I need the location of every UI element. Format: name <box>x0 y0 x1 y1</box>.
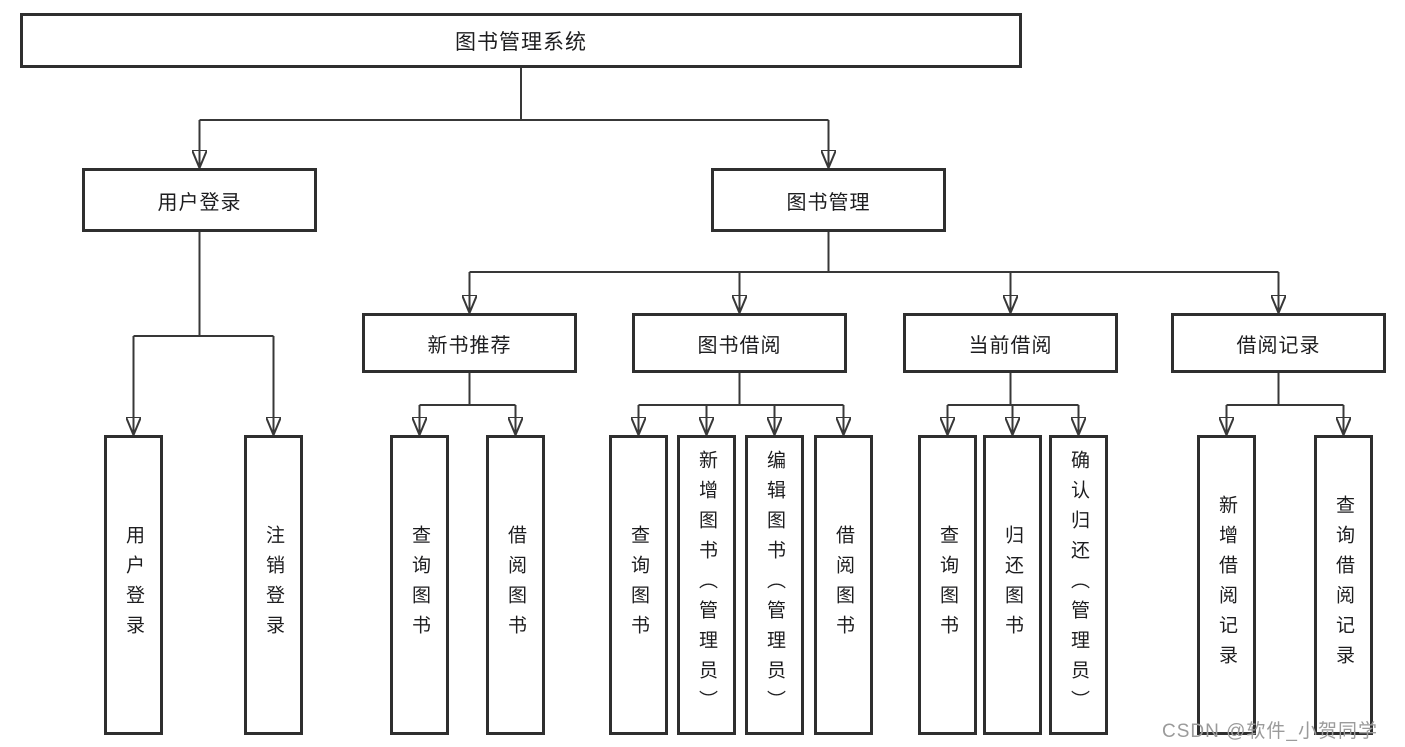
node-book-management-system: 图书管理系统 <box>20 13 1022 68</box>
node-label: 借阅记录 <box>1236 334 1321 357</box>
leaf-add-books-admin: 新增图书（管理员） <box>677 435 736 735</box>
node-label: 新增借阅记录 <box>1216 495 1237 675</box>
node-label: 借阅图书 <box>505 525 526 645</box>
node-label: 确认归还（管理员） <box>1068 450 1089 720</box>
leaf-borrow-books: 借阅图书 <box>814 435 873 735</box>
node-user-login-group: 用户登录 <box>82 168 317 232</box>
node-label: 用户登录 <box>157 191 242 214</box>
leaf-logout: 注销登录 <box>244 435 303 735</box>
node-label: 新书推荐 <box>427 334 512 357</box>
node-label: 查询借阅记录 <box>1333 495 1354 675</box>
node-book-management-group: 图书管理 <box>711 168 946 232</box>
node-label: 编辑图书（管理员） <box>764 450 785 720</box>
leaf-add-borrow-record: 新增借阅记录 <box>1197 435 1256 735</box>
node-label: 图书管理系统 <box>455 30 587 54</box>
node-label: 查询图书 <box>628 525 649 645</box>
leaf-query-borrow-record: 查询借阅记录 <box>1314 435 1373 735</box>
leaf-return-books: 归还图书 <box>983 435 1042 735</box>
node-current-borrow: 当前借阅 <box>903 313 1118 373</box>
node-label: 查询图书 <box>409 525 430 645</box>
node-label: 图书借阅 <box>697 334 782 357</box>
leaf-edit-books-admin: 编辑图书（管理员） <box>745 435 804 735</box>
node-book-borrow: 图书借阅 <box>632 313 847 373</box>
node-label: 借阅图书 <box>833 525 854 645</box>
node-label: 当前借阅 <box>968 334 1053 357</box>
csdn-watermark: CSDN @软件_小贺同学 <box>1162 721 1378 742</box>
node-label: 注销登录 <box>263 525 284 645</box>
node-label: 新增图书（管理员） <box>696 450 717 720</box>
leaf-query-books-borrow: 查询图书 <box>609 435 668 735</box>
leaf-confirm-return-admin: 确认归还（管理员） <box>1049 435 1108 735</box>
node-new-book-recommend: 新书推荐 <box>362 313 577 373</box>
node-label: 用户登录 <box>123 525 144 645</box>
leaf-borrow-books-recommend: 借阅图书 <box>486 435 545 735</box>
node-label: 图书管理 <box>786 191 871 214</box>
leaf-query-books-recommend: 查询图书 <box>390 435 449 735</box>
node-borrow-records: 借阅记录 <box>1171 313 1386 373</box>
leaf-query-books-current: 查询图书 <box>918 435 977 735</box>
node-label: 归还图书 <box>1002 525 1023 645</box>
leaf-user-login: 用户登录 <box>104 435 163 735</box>
node-label: 查询图书 <box>937 525 958 645</box>
